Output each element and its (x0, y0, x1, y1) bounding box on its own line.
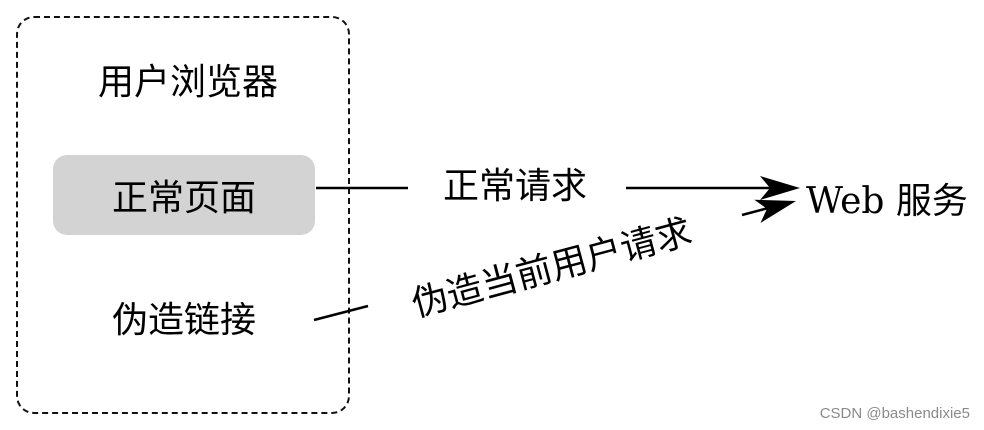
web-service-label: Web 服务 (806, 181, 968, 222)
normal-request-label: 正常请求 (442, 166, 587, 207)
user-browser-title: 用户浏览器 (97, 62, 278, 103)
watermark: CSDN @bashendixie5 (819, 405, 970, 422)
normal-request-arrowhead (760, 176, 800, 200)
normal-page-box: 正常页面 (53, 155, 315, 235)
forged-request-line-left (313, 304, 369, 322)
forged-link-label: 伪造链接 (111, 300, 256, 341)
user-browser-box (16, 16, 350, 414)
normal-page-label: 正常页面 (111, 178, 256, 219)
forged-request-arrowhead (754, 199, 796, 223)
